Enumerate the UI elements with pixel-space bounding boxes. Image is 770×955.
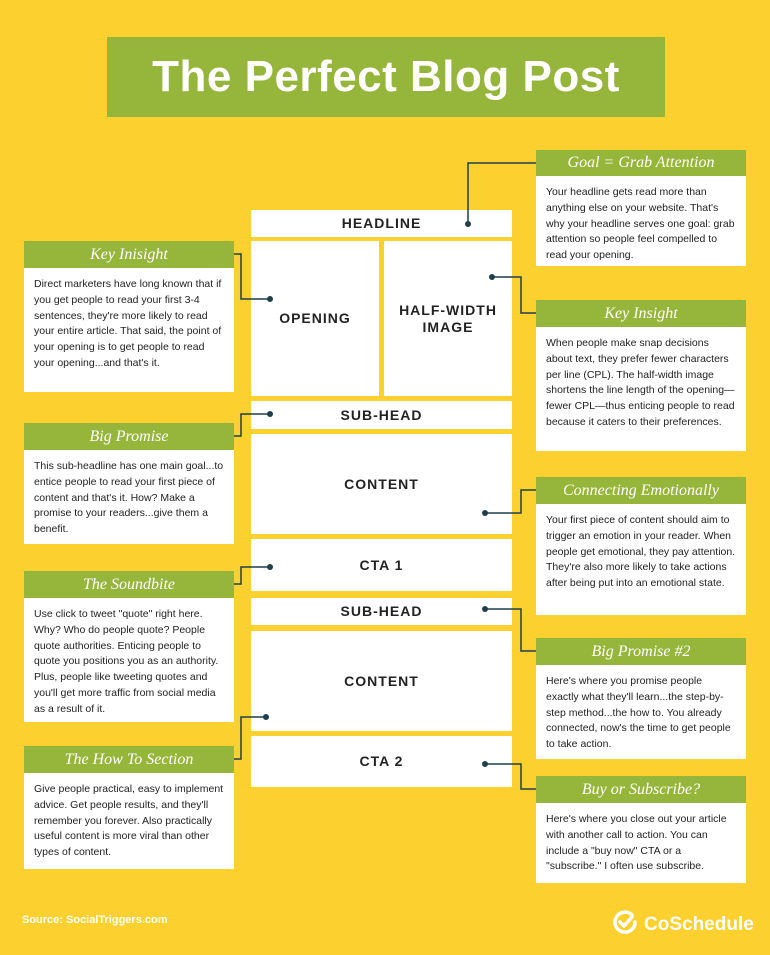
panel-soundbite-body: Use click to tweet "quote" right here. W… [24, 598, 234, 722]
connector-dot-connecting [482, 510, 488, 516]
connector-dot-big-promise [267, 411, 273, 417]
connector-connecting [485, 489, 536, 514]
panel-buy-title: Buy or Subscribe? [536, 776, 746, 803]
panel-buy-body: Here's where you close out your article … [536, 803, 746, 883]
wire-opening: OPENING [251, 241, 379, 396]
connector-big-promise-2 [485, 608, 536, 652]
panel-key-insight-body: When people make snap decisions about te… [536, 327, 746, 451]
panel-big-promise-2-body: Here's where you promise people exactly … [536, 665, 746, 759]
brand-name: CoSchedule [644, 914, 754, 935]
panel-big-promise-body: This sub-headline has one main goal...to… [24, 450, 234, 544]
panel-connecting-title: Connecting Emotionally [536, 477, 746, 504]
panel-how-to-title: The How To Section [24, 746, 234, 773]
connector-buy [485, 763, 536, 790]
connector-dot-goal [465, 221, 471, 227]
panel-key-insight-title: Key Insight [536, 300, 746, 327]
connector-dot-big-promise-2 [482, 606, 488, 612]
panel-key-inisight-body: Direct marketers have long known that if… [24, 268, 234, 392]
connector-how-to [234, 716, 266, 760]
wire-cta-2: CTA 2 [251, 736, 512, 787]
wire-subhead-2: SUB-HEAD [251, 598, 512, 625]
connector-big-promise [234, 413, 270, 437]
wire-half-width-image: HALF-WIDTH IMAGE [384, 241, 512, 396]
connector-dot-key-insight [489, 274, 495, 280]
panel-soundbite-title: The Soundbite [24, 571, 234, 598]
connector-dot-how-to [263, 714, 269, 720]
panel-big-promise-title: Big Promise [24, 423, 234, 450]
panel-how-to-body: Give people practical, easy to implement… [24, 773, 234, 869]
brand-logo: CoSchedule [612, 908, 754, 942]
panel-connecting-body: Your first piece of content should aim t… [536, 504, 746, 615]
panel-goal-body: Your headline gets read more than anythi… [536, 176, 746, 266]
connector-goal [467, 162, 536, 224]
page-title: The Perfect Blog Post [107, 37, 665, 117]
panel-key-inisight-title: Key Inisight [24, 241, 234, 268]
wire-subhead-1: SUB-HEAD [251, 401, 512, 429]
connector-dot-soundbite [267, 564, 273, 570]
connector-dot-buy [482, 761, 488, 767]
panel-big-promise-2-title: Big Promise #2 [536, 638, 746, 665]
wire-cta-1: CTA 1 [251, 539, 512, 591]
connector-soundbite [234, 566, 270, 585]
panel-goal-title: Goal = Grab Attention [536, 150, 746, 176]
connector-key-insight [492, 276, 536, 314]
wire-content-2: CONTENT [251, 631, 512, 731]
connector-key-inisight [234, 253, 270, 300]
wire-content-1: CONTENT [251, 434, 512, 534]
check-circle-icon [612, 909, 638, 941]
connector-dot-key-inisight [267, 296, 273, 302]
source-text: Source: SocialTriggers.com [22, 914, 168, 926]
